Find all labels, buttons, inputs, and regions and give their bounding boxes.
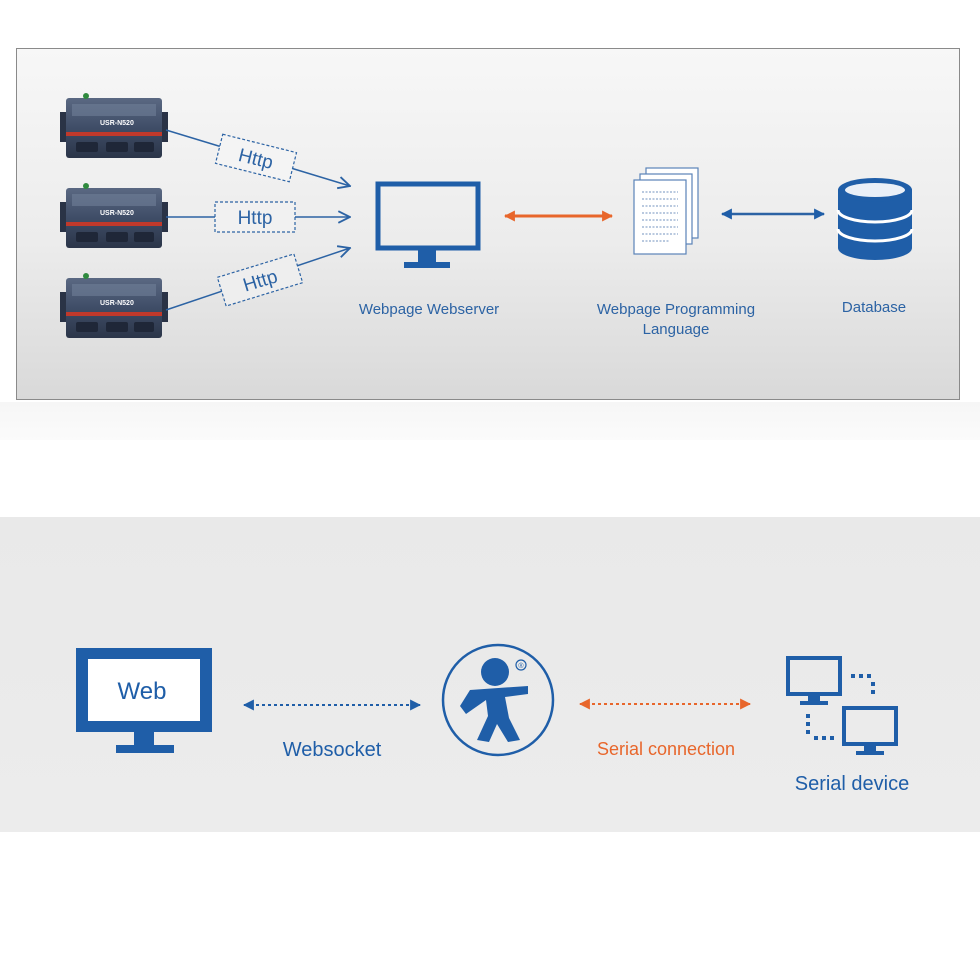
programming-label-line1: Webpage Programming bbox=[597, 301, 755, 318]
device-icon-2: USR-N520 bbox=[60, 183, 168, 248]
monitor-icon bbox=[375, 181, 481, 268]
registered-mark: ® bbox=[518, 662, 524, 670]
device-icon-1: USR-N520 bbox=[60, 93, 168, 158]
serial-connection-label: Serial connection bbox=[597, 739, 735, 759]
http-label-1: Http bbox=[214, 133, 298, 183]
top-diagram-panel bbox=[16, 48, 960, 400]
webserver-label: Webpage Webserver bbox=[359, 301, 499, 318]
device-model-label: USR-N520 bbox=[100, 210, 134, 217]
web-monitor-icon bbox=[76, 648, 212, 753]
section-gap bbox=[0, 402, 980, 440]
database-label: Database bbox=[842, 299, 906, 316]
device-model-label: USR-N520 bbox=[100, 300, 134, 307]
device-icon-3: USR-N520 bbox=[60, 273, 168, 338]
database-icon bbox=[836, 178, 914, 260]
http-label-3: Http bbox=[216, 253, 304, 307]
svg-text:Http: Http bbox=[238, 208, 273, 229]
serial-device-label: Serial device bbox=[795, 773, 910, 795]
http-label-2: Http bbox=[214, 201, 296, 233]
documents-icon bbox=[633, 167, 699, 255]
programming-label-line2: Language bbox=[643, 321, 710, 338]
network-computers-icon bbox=[786, 656, 898, 755]
device-model-label: USR-N520 bbox=[100, 120, 134, 127]
usr-logo-icon: ® bbox=[441, 643, 555, 757]
websocket-label: Websocket bbox=[283, 739, 382, 761]
web-screen-label: Web bbox=[118, 678, 167, 705]
